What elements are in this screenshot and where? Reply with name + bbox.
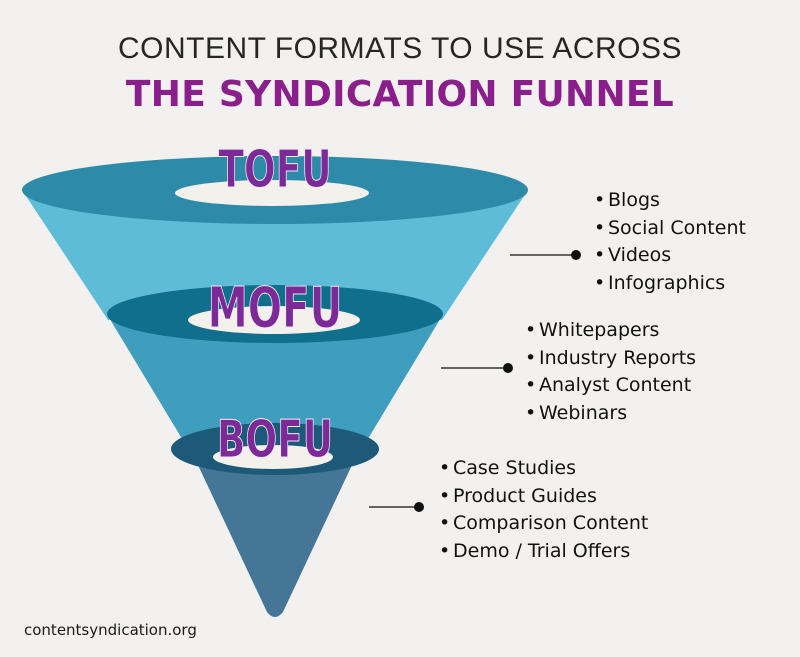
list-item: •Whitepapers [525, 319, 660, 341]
list-item: •Videos [594, 244, 672, 266]
title-line-2: THE SYNDICATION FUNNEL [125, 74, 675, 115]
bofu-content-list: •Case Studies •Product Guides •Compariso… [439, 455, 648, 565]
list-item: •Demo / Trial Offers [439, 539, 631, 562]
mofu-body [108, 316, 442, 452]
mofu-content-list: •Whitepapers •Industry Reports •Analyst … [525, 317, 696, 427]
bofu-connector-dot [414, 502, 424, 512]
stage-label-bofu: BOFU [216, 410, 334, 471]
list-item: •Infographics [594, 271, 726, 294]
tofu-content-list: •Blogs •Social Content •Videos •Infograp… [594, 187, 746, 297]
mofu-hole [188, 306, 360, 334]
list-item: •Analyst Content [525, 374, 692, 396]
list-item: •Blogs [594, 189, 660, 211]
stage-label-tofu: TOFU [218, 140, 332, 201]
list-item: •Case Studies [439, 457, 577, 479]
bofu-body [190, 448, 360, 617]
list-item: •Webinars [525, 401, 628, 424]
title-line-1: CONTENT FORMATS TO USE ACROSS [117, 32, 683, 65]
stage-label-mofu: MOFU [207, 276, 343, 341]
tofu-connector-dot [571, 250, 581, 260]
footer-website: contentsyndication.org [24, 621, 197, 639]
bofu-hole [213, 445, 333, 469]
tofu-body [22, 190, 528, 320]
mofu-connector-dot [503, 363, 513, 373]
list-item: •Product Guides [439, 484, 597, 507]
list-item: •Comparison Content [439, 512, 649, 534]
list-item: •Industry Reports [525, 346, 697, 369]
tofu-hole [175, 180, 369, 206]
list-item: •Social Content [594, 216, 746, 239]
